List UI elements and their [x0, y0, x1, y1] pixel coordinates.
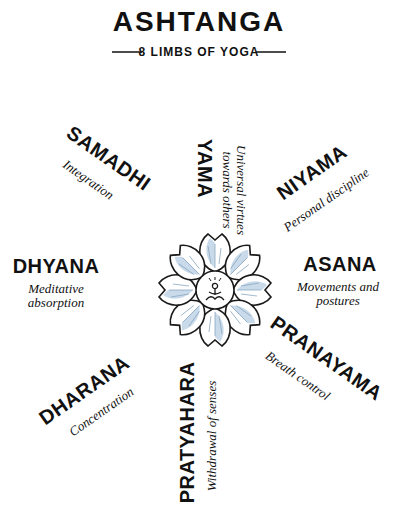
limb-desc: Withdrawal of senses	[205, 381, 219, 492]
subtitle: 8 LIMBS OF YOGA	[139, 45, 260, 59]
limb-name: DHYANA	[13, 255, 100, 278]
limb-name: PRATYAHARA	[177, 361, 200, 503]
limb-desc: Movements and postures	[288, 280, 388, 308]
limb-name: ASANA	[303, 253, 377, 276]
limb-name: SAMADHI	[62, 121, 155, 195]
subtitle-dash	[256, 51, 286, 53]
subtitle-dash	[112, 51, 142, 53]
limb-desc: Universal virtues towards others	[220, 140, 248, 240]
limb-name: YAMA	[194, 138, 217, 197]
diagram-title: ASHTANGA	[113, 6, 286, 38]
lotus-flower	[159, 234, 271, 346]
limb-desc: Meditative absorption	[11, 282, 101, 310]
